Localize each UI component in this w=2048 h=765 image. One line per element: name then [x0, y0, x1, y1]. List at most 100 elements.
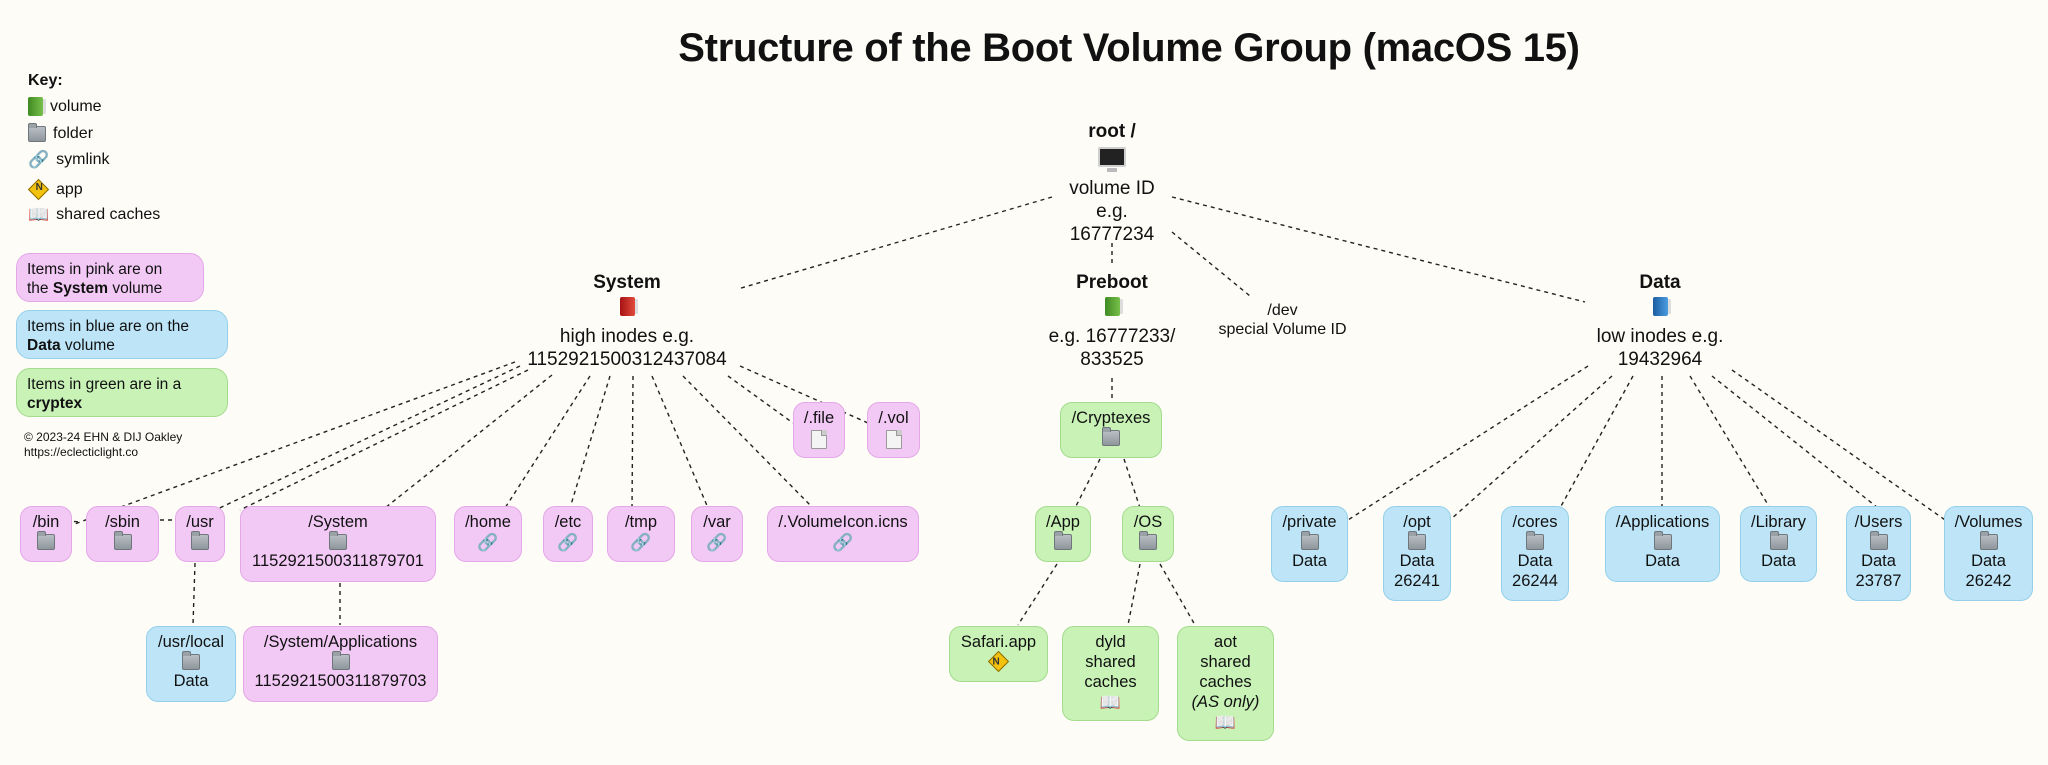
node-label: /opt	[1403, 513, 1431, 531]
system-volume: System high inodes e.g. 1152921500312437…	[507, 271, 747, 371]
system-text: high inodes e.g.	[559, 326, 695, 347]
document-icon	[811, 430, 827, 449]
root-text: volume ID	[1069, 178, 1155, 199]
legend-pink: Items in pink are on the System volume	[16, 253, 204, 302]
folder-icon	[1054, 531, 1072, 550]
node-label: /System	[308, 513, 368, 531]
key-item-app: app	[27, 178, 83, 201]
root-title: root /	[1088, 121, 1136, 142]
copyright: © 2023-24 EHN & DIJ Oakley https://eclec…	[24, 430, 182, 460]
key-heading: Key:	[28, 72, 63, 89]
key-item-shared-caches: 📖shared caches	[28, 206, 160, 224]
root-text: e.g.	[1096, 201, 1128, 222]
data-icon-wrap	[1580, 294, 1740, 325]
copyright-url: https://eclecticlight.co	[24, 445, 139, 459]
folder-icon	[1102, 427, 1120, 446]
safari-app-node: Safari.app	[949, 626, 1048, 682]
node-sub: Data	[1517, 552, 1553, 570]
system-folder-node: /System 1152921500311879701	[240, 506, 436, 582]
data-title: Data	[1639, 272, 1681, 293]
volume-icon	[28, 97, 46, 116]
dev-text: special Volume ID	[1218, 321, 1347, 338]
key-item-folder: folder	[28, 123, 93, 143]
tmp-node: /tmp 🔗	[607, 506, 675, 562]
node-label: /tmp	[624, 513, 658, 531]
key-label: symlink	[56, 151, 110, 168]
bin-node: /bin	[20, 506, 72, 562]
node-label: /var	[703, 513, 731, 531]
node-num: 26244	[1512, 572, 1558, 590]
app-icon	[987, 650, 1010, 673]
node-label: /Applications	[1615, 513, 1710, 531]
node-label: /.VolumeIcon.icns	[778, 513, 908, 531]
node-sub: Data	[1971, 552, 2006, 570]
node-label: /home	[465, 513, 511, 531]
key-item-symlink: 🔗 symlink	[28, 151, 110, 169]
node-label: aot	[1214, 633, 1237, 651]
document-icon	[885, 430, 902, 449]
node-label: /usr	[186, 513, 214, 531]
legend-text: volume	[60, 337, 115, 354]
legend-green: Items in green are in a cryptex	[16, 368, 228, 417]
node-num: 26241	[1394, 572, 1440, 590]
folder-icon	[1139, 531, 1157, 550]
node-label: caches	[1199, 673, 1252, 691]
root-text: 16777234	[1069, 224, 1155, 245]
node-label: /Users	[1854, 513, 1903, 531]
preboot-volume: Preboot e.g. 16777233/ 833525	[1022, 271, 1202, 371]
node-label: /etc	[554, 513, 582, 531]
data-text: low inodes e.g.	[1596, 326, 1724, 347]
legend-bold: System	[52, 280, 109, 297]
legend-bold: Data	[27, 337, 61, 354]
legend-text: the	[27, 280, 53, 297]
root-icon-wrap	[1032, 143, 1192, 177]
legend-text: Items in green are in a	[27, 376, 182, 393]
legend-blue: Items in blue are on the Data volume	[16, 310, 228, 359]
system-title: System	[593, 272, 661, 293]
legend-text: volume	[108, 280, 163, 297]
folder-icon	[1653, 531, 1672, 550]
home-node: /home🔗	[454, 506, 522, 562]
preboot-text: 833525	[1080, 349, 1144, 370]
node-label: /Library	[1750, 513, 1807, 531]
volume-icon	[1104, 297, 1123, 316]
node-note: (AS only)	[1191, 693, 1260, 711]
node-num: 26242	[1965, 572, 2012, 590]
folder-icon	[1869, 531, 1888, 550]
system-icon-wrap	[507, 294, 747, 325]
node-label: /sbin	[105, 513, 140, 531]
legend-bold: cryptex	[27, 395, 83, 412]
diagram-title: Structure of the Boot Volume Group (macO…	[678, 26, 1580, 70]
copyright-line: © 2023-24 EHN & DIJ Oakley	[24, 430, 183, 444]
node-inode: 1152921500311879701	[252, 552, 424, 570]
node-inode: 1152921500311879703	[254, 672, 427, 690]
root-node: root / volume ID e.g. 16777234	[1032, 120, 1192, 246]
symlink-icon: 🔗	[630, 533, 652, 552]
symlink-icon: 🔗	[28, 150, 50, 169]
dev-node: /dev special Volume ID	[1205, 301, 1360, 339]
folder-icon	[329, 531, 347, 550]
data-volume: Data low inodes e.g. 19432964	[1580, 271, 1740, 371]
node-sub: Data	[1861, 552, 1896, 570]
preboot-text: e.g. 16777233/	[1048, 326, 1176, 347]
key-label: app	[56, 180, 83, 198]
folder-icon	[1769, 531, 1788, 550]
legend-text: Items in blue are on the	[27, 318, 189, 335]
var-node: /var 🔗	[691, 506, 743, 562]
shared-caches-icon: 📖	[1214, 713, 1237, 732]
node-label: shared	[1085, 653, 1136, 671]
node-sub: Data	[1761, 552, 1796, 570]
volumeicon-node: /.VolumeIcon.icns🔗	[767, 506, 919, 562]
node-label: /Cryptexes	[1071, 409, 1151, 427]
volume-icon	[1652, 297, 1671, 316]
app-folder-node: /App	[1035, 506, 1091, 562]
usr-node: /usr	[175, 506, 225, 562]
symlink-icon: 🔗	[706, 533, 728, 552]
